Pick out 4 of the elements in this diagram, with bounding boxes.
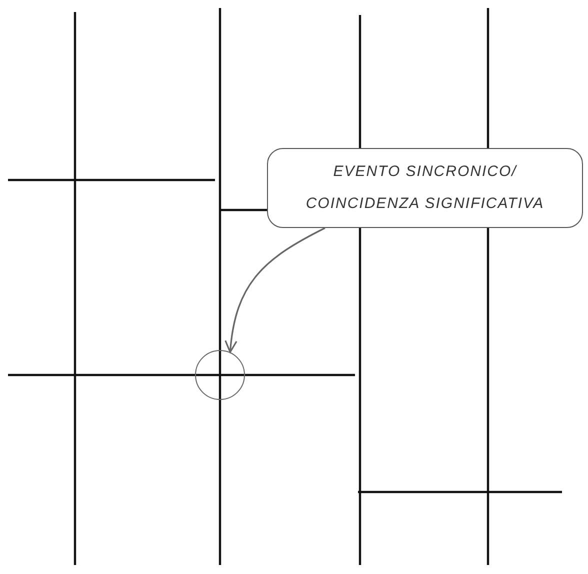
callout-box	[267, 148, 583, 228]
curved-arrow	[225, 227, 326, 353]
callout-text: EVENTO SINCRONICO/ COINCIDENZA SIGNIFICATIVA	[304, 162, 546, 214]
highlight-circle	[195, 350, 245, 400]
